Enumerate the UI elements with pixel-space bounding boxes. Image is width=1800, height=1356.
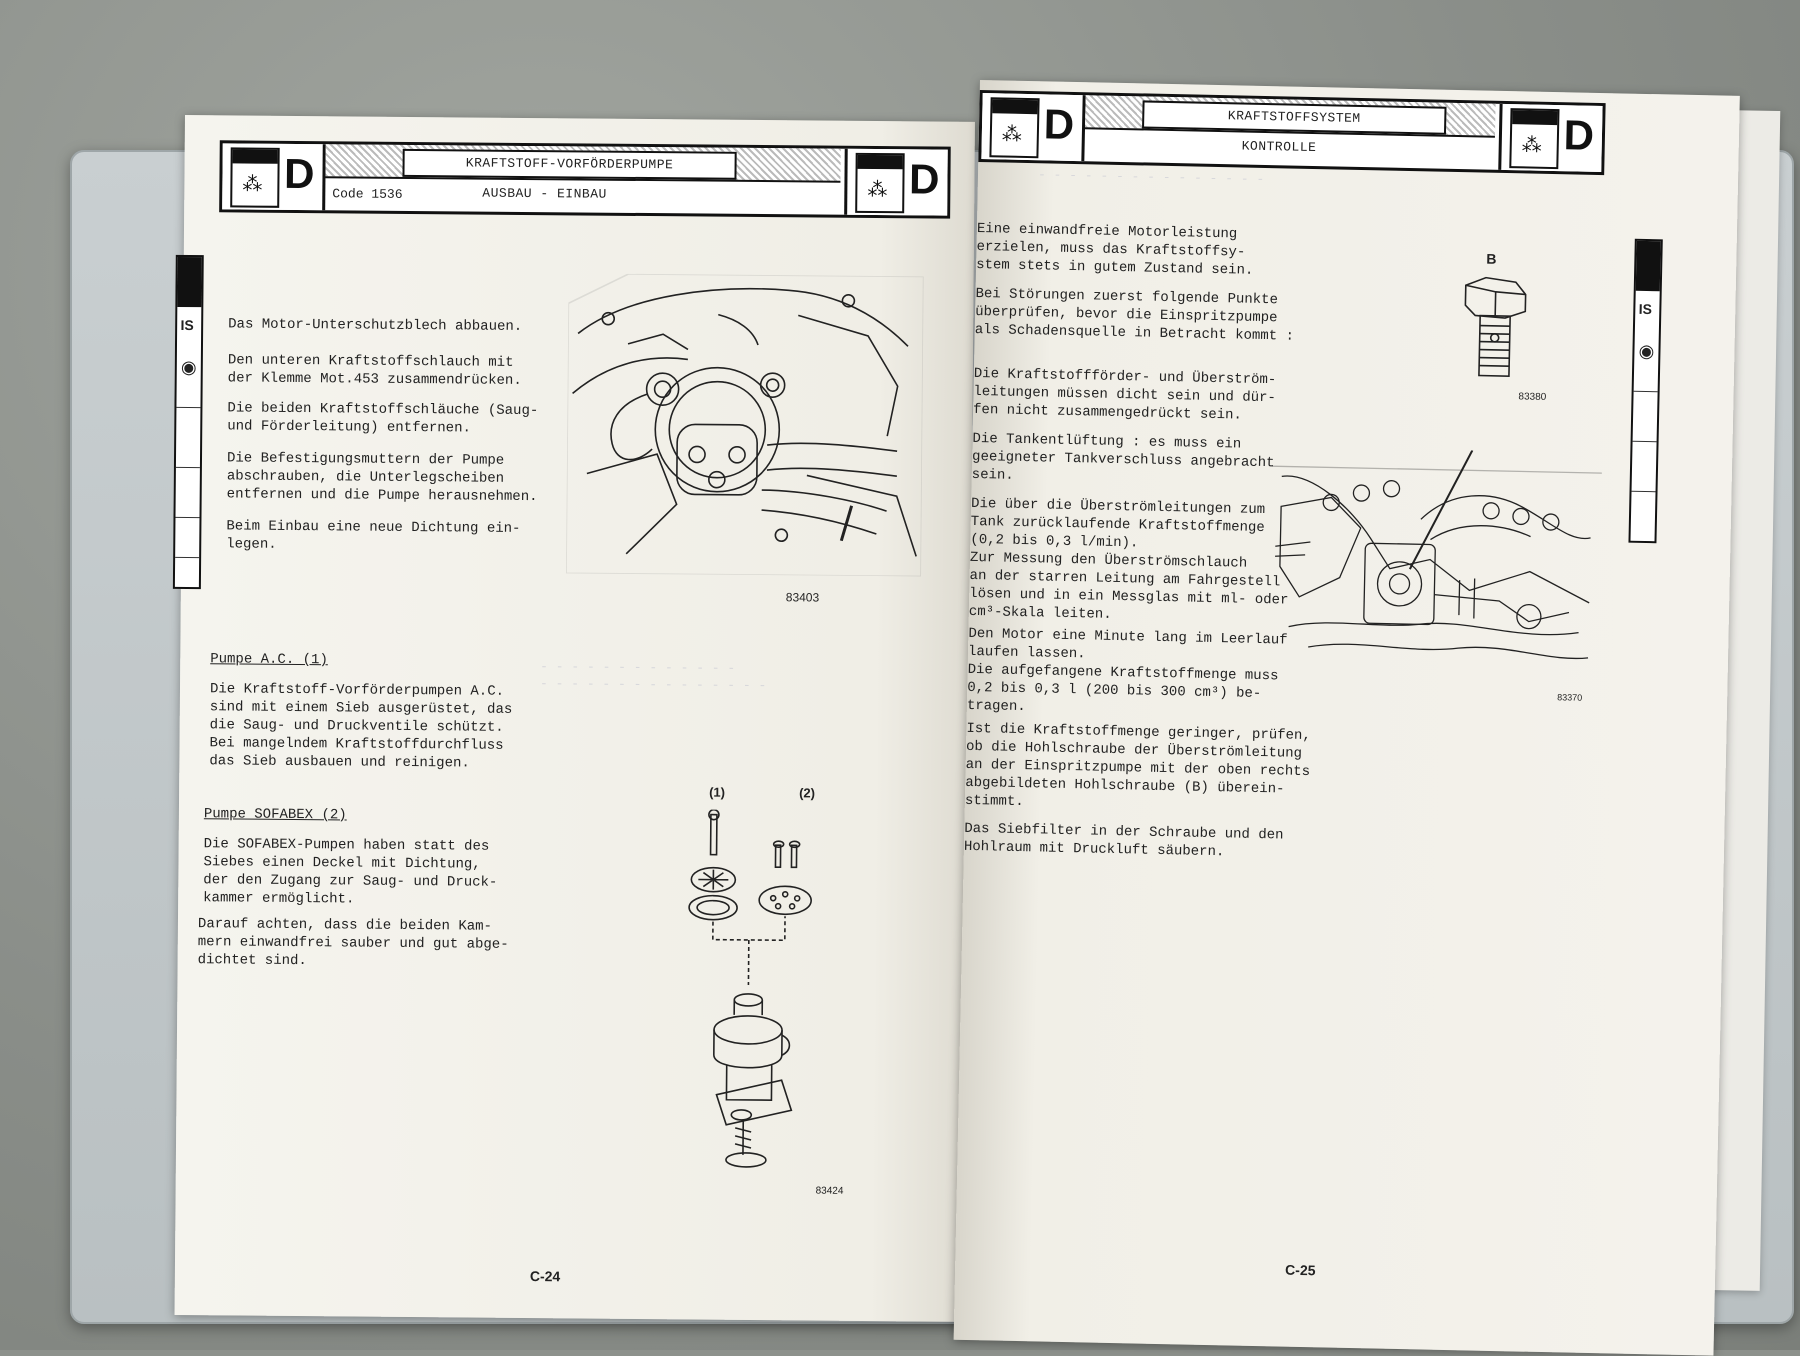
tab-divider xyxy=(175,466,200,469)
section-text-ac: Die Kraftstoff-Vorförderpumpen A.C. sind… xyxy=(209,681,513,772)
tab-divider xyxy=(1632,440,1657,443)
check-text: Das Siebfilter in der Schraube und den H… xyxy=(963,820,1284,861)
right-header-subtitle: KONTROLLE xyxy=(1241,138,1317,156)
step-text: Die beiden Kraftstoffschläuche (Saug- un… xyxy=(227,400,539,437)
eye-icon: ◉ xyxy=(1638,342,1655,364)
intro-text: Eine einwandfreie Motorleistung erzielen… xyxy=(975,220,1254,279)
figure-number: 83403 xyxy=(785,590,820,605)
left-header-badge-right: D xyxy=(844,148,948,216)
right-page: D KRAFTSTOFFSYSTEM KONTROLLE D IS ◉ Eine… xyxy=(953,80,1740,1356)
bleed-through-text: - - - - - - - - - - - - - - - xyxy=(1037,167,1265,187)
figure-label-1: (1) xyxy=(709,784,726,800)
tab-divider xyxy=(176,406,201,409)
left-header-subtitle: AUSBAU - EINBAU xyxy=(482,185,607,202)
step-text: Den unteren Kraftstoffschlauch mit der K… xyxy=(227,352,522,389)
check-text: Den Motor eine Minute lang im Leerlauf l… xyxy=(966,625,1288,716)
figure-number: 83424 xyxy=(815,1185,844,1197)
right-header-badge-right: D xyxy=(1498,103,1603,173)
right-header-badge: D xyxy=(981,93,1086,162)
fuel-spray-icon xyxy=(1509,108,1560,170)
section-heading-sofabex: Pumpe SOFABEX (2) xyxy=(203,806,347,824)
check-text: Ist die Kraftstoffmenge geringer, prüfen… xyxy=(964,720,1311,811)
left-header-title: KRAFTSTOFF-VORFÖRDERPUMPE xyxy=(402,148,737,180)
tab-block xyxy=(177,256,202,308)
step-text: Das Motor-Unterschutzblech abbauen. xyxy=(228,316,523,335)
tab-divider xyxy=(175,556,200,559)
bleed-through-text: - - - - - - - - - - - - - - - - - - - - … xyxy=(539,659,767,694)
page-number: C-25 xyxy=(1284,1261,1316,1279)
side-tab-label: IS xyxy=(180,316,194,334)
step-text: Beim Einbau eine neue Dichtung ein- lege… xyxy=(226,518,521,553)
header-badge-letter: D xyxy=(1043,100,1075,148)
figure-number: 83380 xyxy=(1518,391,1547,403)
check-text: Die über die Überströmleitungen zum Tank… xyxy=(968,495,1289,623)
eye-icon: ◉ xyxy=(180,358,197,380)
fuel-spray-icon xyxy=(855,152,905,214)
left-header: D KRAFTSTOFF-VORFÖRDERPUMPE Code 1536 AU… xyxy=(219,140,951,219)
injection-pump-illustration xyxy=(1271,449,1602,660)
section-heading-ac: Pumpe A.C. (1) xyxy=(210,651,328,669)
check-text: Bei Störungen zuerst folgende Punkte übe… xyxy=(974,285,1295,345)
left-page: D KRAFTSTOFF-VORFÖRDERPUMPE Code 1536 AU… xyxy=(172,115,975,1322)
left-side-tab: IS ◉ xyxy=(172,254,204,590)
check-text: Die Tankentlüftung : es muss ein geeigne… xyxy=(971,430,1275,484)
hollow-screw-illustration xyxy=(1464,276,1527,377)
pump-mounting-illustration xyxy=(566,273,924,577)
left-header-code: Code 1536 xyxy=(332,186,403,202)
figure-label-b: B xyxy=(1486,250,1497,267)
step-text: Die Befestigungsmuttern der Pumpe abschr… xyxy=(226,450,538,506)
right-header: D KRAFTSTOFFSYSTEM KONTROLLE D xyxy=(978,89,1606,176)
check-text: Die Kraftstoffförder- und Überström- lei… xyxy=(972,365,1277,424)
header-badge-letter: D xyxy=(1563,111,1595,159)
header-badge-letter: D xyxy=(908,155,940,203)
page-number: C-24 xyxy=(529,1268,561,1285)
tab-divider xyxy=(1631,490,1656,493)
header-badge-letter: D xyxy=(283,149,315,198)
right-side-tab: IS ◉ xyxy=(1628,238,1663,544)
tab-divider xyxy=(1633,390,1658,393)
tab-divider xyxy=(175,516,200,519)
side-tab-label: IS xyxy=(1638,300,1653,318)
section-text-sofabex: Die SOFABEX-Pumpen haben statt des Siebe… xyxy=(203,836,498,908)
figure-label-2: (2) xyxy=(799,785,816,801)
tab-block xyxy=(1635,240,1661,292)
closing-text: Darauf achten, dass die beiden Kam- mern… xyxy=(197,916,509,970)
pump-exploded-illustration xyxy=(688,809,812,1168)
fuel-spray-icon xyxy=(230,147,280,208)
left-header-badge: D xyxy=(222,143,326,211)
figure-number: 83370 xyxy=(1557,692,1583,703)
fuel-spray-icon xyxy=(989,97,1040,159)
